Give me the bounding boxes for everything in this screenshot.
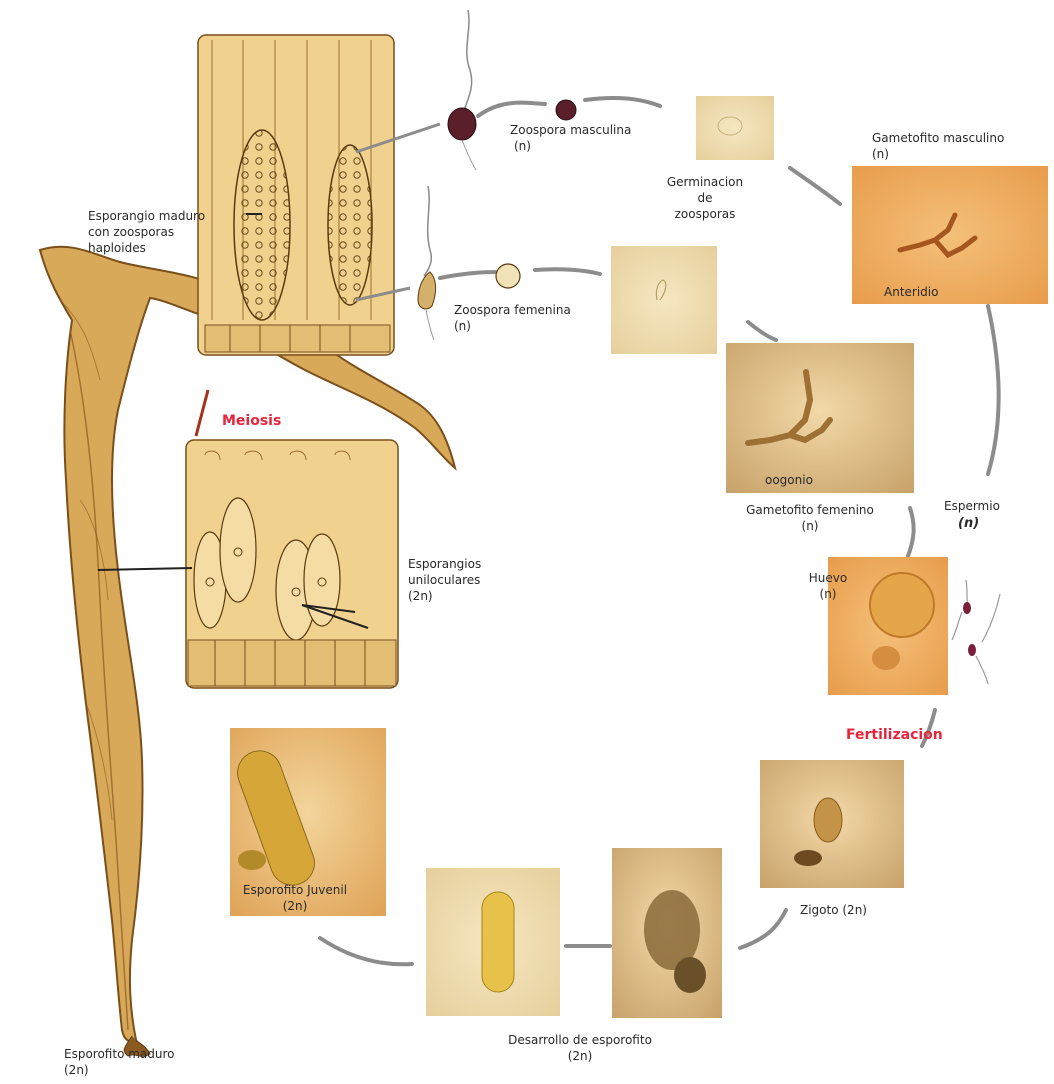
female-zoospore-flagellate-icon — [418, 186, 436, 340]
male-gametophyte-label: Gametofito masculino (n) — [872, 130, 1004, 162]
sperm-ploidy-label: (n) — [958, 516, 979, 532]
female-zoospore-germination-photo — [611, 246, 717, 354]
sperm-icon — [952, 580, 1000, 684]
fertilization-label: Fertilizacion — [846, 727, 943, 743]
juvenile-sporophyte-label: Esporofito Juvenil (2n) — [210, 882, 380, 914]
unilocular-sporangia-label: Esporangios uniloculares (2n) — [408, 556, 481, 604]
female-zoospore-icon — [496, 264, 520, 288]
unilocular-sporangia-illustration — [186, 440, 398, 688]
male-gametophyte-photo — [852, 166, 1048, 304]
egg-label: Huevo (n) — [800, 570, 856, 602]
sporophyte-development-photo-1 — [612, 848, 722, 1018]
zygote-label: Zigoto (2n) — [800, 902, 867, 918]
zygote-photo — [760, 760, 904, 888]
male-zoospore-flagellate-icon — [448, 10, 476, 170]
female-gametophyte-label: Gametofito femenino (n) — [730, 502, 890, 534]
male-zoospore-label: Zoospora masculina (n) — [510, 122, 631, 154]
sporophyte-development-photo-2 — [426, 868, 560, 1016]
mature-sporophyte-label: Esporofito maduro (2n) — [64, 1046, 175, 1078]
germination-photo — [696, 96, 774, 160]
meiosis-label: Meiosis — [222, 413, 281, 429]
antheridium-label: Anteridio — [884, 284, 938, 300]
female-zoospore-label: Zoospora femenina (n) — [454, 302, 571, 334]
male-zoospore-icon — [556, 100, 576, 120]
meiosis-line — [196, 390, 208, 436]
zoospore-germination-label: Germinacion de zoosporas — [652, 174, 758, 222]
oogonium-label: oogonio — [765, 472, 813, 488]
female-gametophyte-photo — [726, 343, 914, 493]
sperm-label: Espermio — [944, 498, 1000, 514]
mature-sporangium-label: Esporangio maduro con zoosporas haploide… — [88, 208, 205, 256]
sporophyte-development-label: Desarrollo de esporofito (2n) — [480, 1032, 680, 1064]
mature-sporangium-illustration — [198, 35, 394, 355]
